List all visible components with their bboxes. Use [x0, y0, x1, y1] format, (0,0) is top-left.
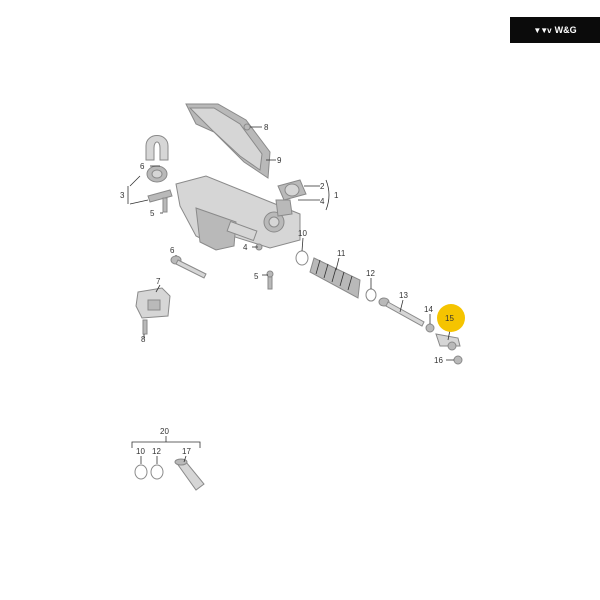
callout-2: 2	[320, 182, 325, 191]
callout-4-lower: 4	[243, 243, 248, 252]
callout-8: 8	[264, 123, 269, 132]
callout-15: 15	[445, 314, 454, 323]
callout-10: 10	[298, 229, 307, 238]
nut-16-part	[453, 355, 463, 365]
callout-14: 14	[424, 305, 433, 314]
callout-13: 13	[399, 291, 408, 300]
tie-rod-end-15-part	[435, 333, 461, 351]
callout-7: 7	[156, 277, 161, 286]
callout-16: 16	[434, 356, 443, 365]
callout-4-upper: 4	[320, 197, 325, 206]
callout-9: 9	[277, 156, 282, 165]
callout-6-lower: 6	[170, 246, 175, 255]
callout-12: 12	[366, 269, 375, 278]
steering-rack-housing-part	[175, 175, 301, 251]
tie-rod-13-part	[378, 297, 425, 327]
bellows-boot-11-part	[309, 257, 361, 299]
clamp-ring-12-part	[365, 288, 377, 302]
callout-6-upper: 6	[140, 162, 145, 171]
nut-14-part	[425, 323, 435, 333]
callout-1: 1	[334, 191, 339, 200]
callout-5-lower: 5	[254, 272, 259, 281]
brand-text: W&G	[554, 25, 577, 35]
repair-kit-parts	[134, 458, 205, 491]
bolt-8-part	[243, 123, 256, 131]
highlight-badge	[437, 304, 465, 332]
heat-shield-part	[185, 103, 271, 179]
bracket-7-part	[135, 287, 171, 319]
callout-kit-10: 10	[136, 447, 145, 456]
callout-3: 3	[120, 191, 125, 200]
bolt-8-lower-part	[142, 319, 148, 335]
clamp-ring-10-part	[295, 250, 309, 266]
callout-kit-12: 12	[152, 447, 161, 456]
callout-11: 11	[337, 249, 346, 258]
callout-5-upper: 5	[150, 209, 155, 218]
clamp-bracket-part	[145, 135, 173, 213]
bolt-5-part	[266, 270, 274, 290]
loose-tie-rod-part	[170, 255, 207, 279]
leader-lines	[127, 126, 454, 464]
callout-8-lower: 8	[141, 335, 146, 344]
brand-mark-icon: ▼▼v	[533, 25, 551, 35]
brand-logo: ▼▼v W&G	[510, 17, 600, 43]
callout-kit-17: 17	[182, 447, 191, 456]
rubber-mount-2-part	[277, 179, 307, 201]
callout-20: 20	[160, 427, 169, 436]
